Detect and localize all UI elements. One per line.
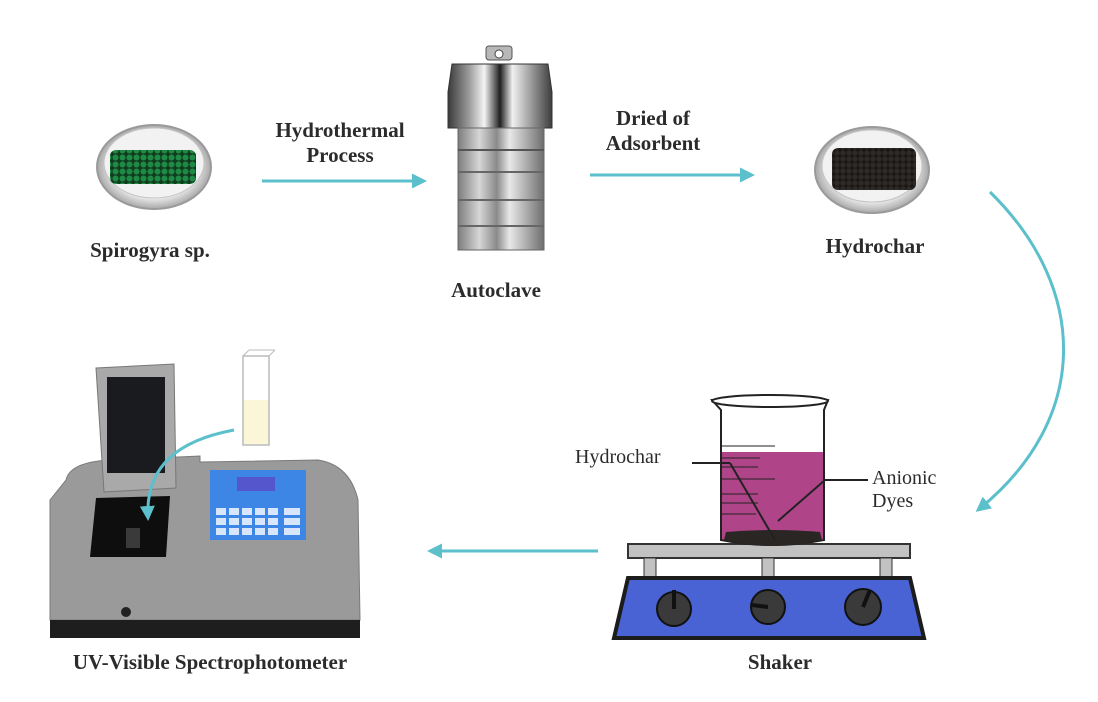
hydrochar-label: Hydrochar	[825, 234, 925, 258]
dried-line1: Dried of	[615, 106, 691, 130]
dried-line2: Adsorbent	[605, 131, 701, 155]
spectrophotometer-label: UV-Visible Spectrophotometer	[72, 650, 348, 674]
callout-anionic-dyes: Anionic Dyes	[872, 467, 936, 513]
spirogyra-label: Spirogyra sp.	[90, 238, 210, 262]
dried-label: Dried of Adsorbent	[568, 106, 738, 156]
autoclave-icon	[447, 45, 553, 251]
callout-anionic-line1: Anionic	[872, 467, 937, 489]
arrow-cuvette	[139, 428, 235, 521]
spirogyra-dish	[96, 124, 212, 210]
beaker-icon	[692, 394, 868, 546]
hydrochar-dish	[814, 126, 930, 214]
hydrothermal-label: Hydrothermal Process	[230, 118, 450, 168]
hydrothermal-line2: Process	[306, 143, 374, 167]
algae-icon	[110, 150, 196, 184]
autoclave-label: Autoclave	[451, 278, 541, 302]
callout-hydrochar: Hydrochar	[575, 446, 661, 468]
hydrothermal-line1: Hydrothermal	[275, 118, 405, 142]
cuvette-icon	[242, 349, 276, 446]
callout-anionic-line2: Dyes	[872, 490, 914, 512]
shaker-icon	[611, 543, 927, 640]
shaker-label: Shaker	[747, 650, 813, 674]
char-icon	[832, 148, 916, 190]
arrow-curved	[975, 190, 1066, 512]
spectrophotometer-icon	[49, 363, 361, 638]
